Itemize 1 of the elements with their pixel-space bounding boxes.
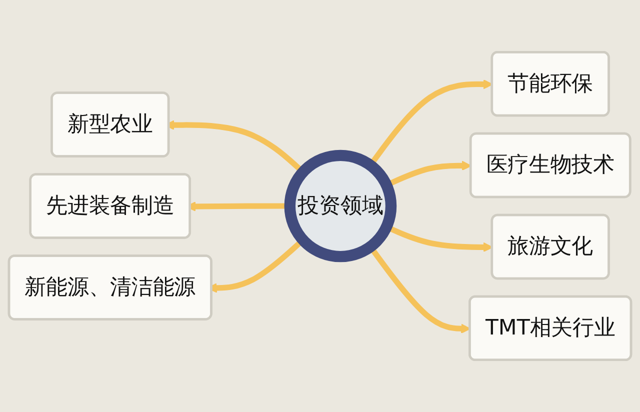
node-circle: 投资领域: [284, 150, 397, 262]
